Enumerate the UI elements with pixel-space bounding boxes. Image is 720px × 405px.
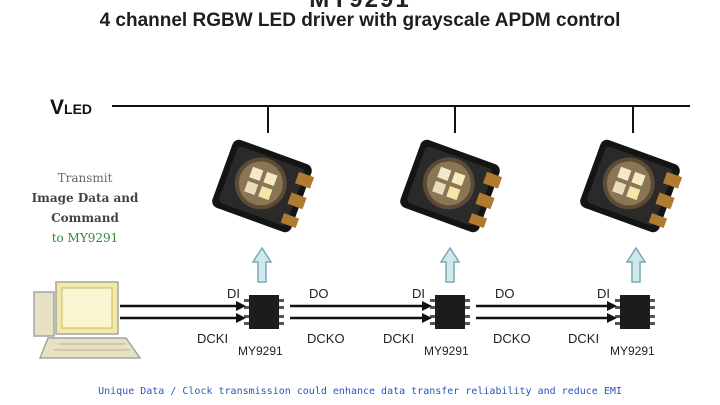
stage-2-do-label: DO	[495, 286, 515, 301]
drive-arrow-2	[439, 246, 461, 283]
driver-chip-3	[615, 295, 655, 329]
footer-note: Unique Data / Clock transmission could e…	[98, 386, 622, 397]
stage-2-di-label: DI	[412, 286, 425, 301]
controller-note-line-1: Transmit	[57, 171, 113, 185]
stage-1-dcko-label: DCKO	[307, 331, 345, 346]
computer-icon	[33, 281, 142, 359]
controller-note-line-2: Image Data and	[31, 191, 139, 205]
stage-1-dcki-label: DCKI	[197, 331, 229, 346]
controller-note-line-4: to MY9291	[51, 231, 119, 245]
stage-2-dcki-label: DCKI	[383, 331, 415, 346]
driver-chip-2	[430, 295, 470, 329]
rgbw-led-3	[580, 139, 683, 233]
stage-3-di-label: DI	[597, 286, 610, 301]
drive-arrow-3	[625, 246, 647, 283]
vled-label: VLED	[50, 96, 92, 120]
vled-label-main: V	[50, 96, 65, 119]
rgbw-led-1	[212, 139, 315, 233]
drive-arrow-1	[251, 246, 273, 283]
vled-label-sub: LED	[64, 101, 93, 117]
signal-arrowheads	[236, 301, 617, 323]
driver-chip-1	[244, 295, 284, 329]
page-subtitle: 4 channel RGBW LED driver with grayscale…	[99, 10, 621, 31]
stage-1-di-label: DI	[227, 286, 240, 301]
stage-2-dcko-label: DCKO	[493, 331, 531, 346]
stage-1-chip-label: MY9291	[238, 344, 283, 358]
stage-3-dcki-label: DCKI	[568, 331, 600, 346]
controller-note: Transmit Image Data and Command to MY929…	[10, 168, 160, 248]
controller-note-line-3: Command	[51, 211, 119, 225]
rgbw-led-2	[400, 139, 503, 233]
signal-lines	[120, 304, 609, 320]
stage-3-chip-label: MY9291	[610, 344, 655, 358]
stage-2-chip-label: MY9291	[424, 344, 469, 358]
chip-model-title: MY9291	[0, 0, 720, 14]
stage-1-do-label: DO	[309, 286, 329, 301]
